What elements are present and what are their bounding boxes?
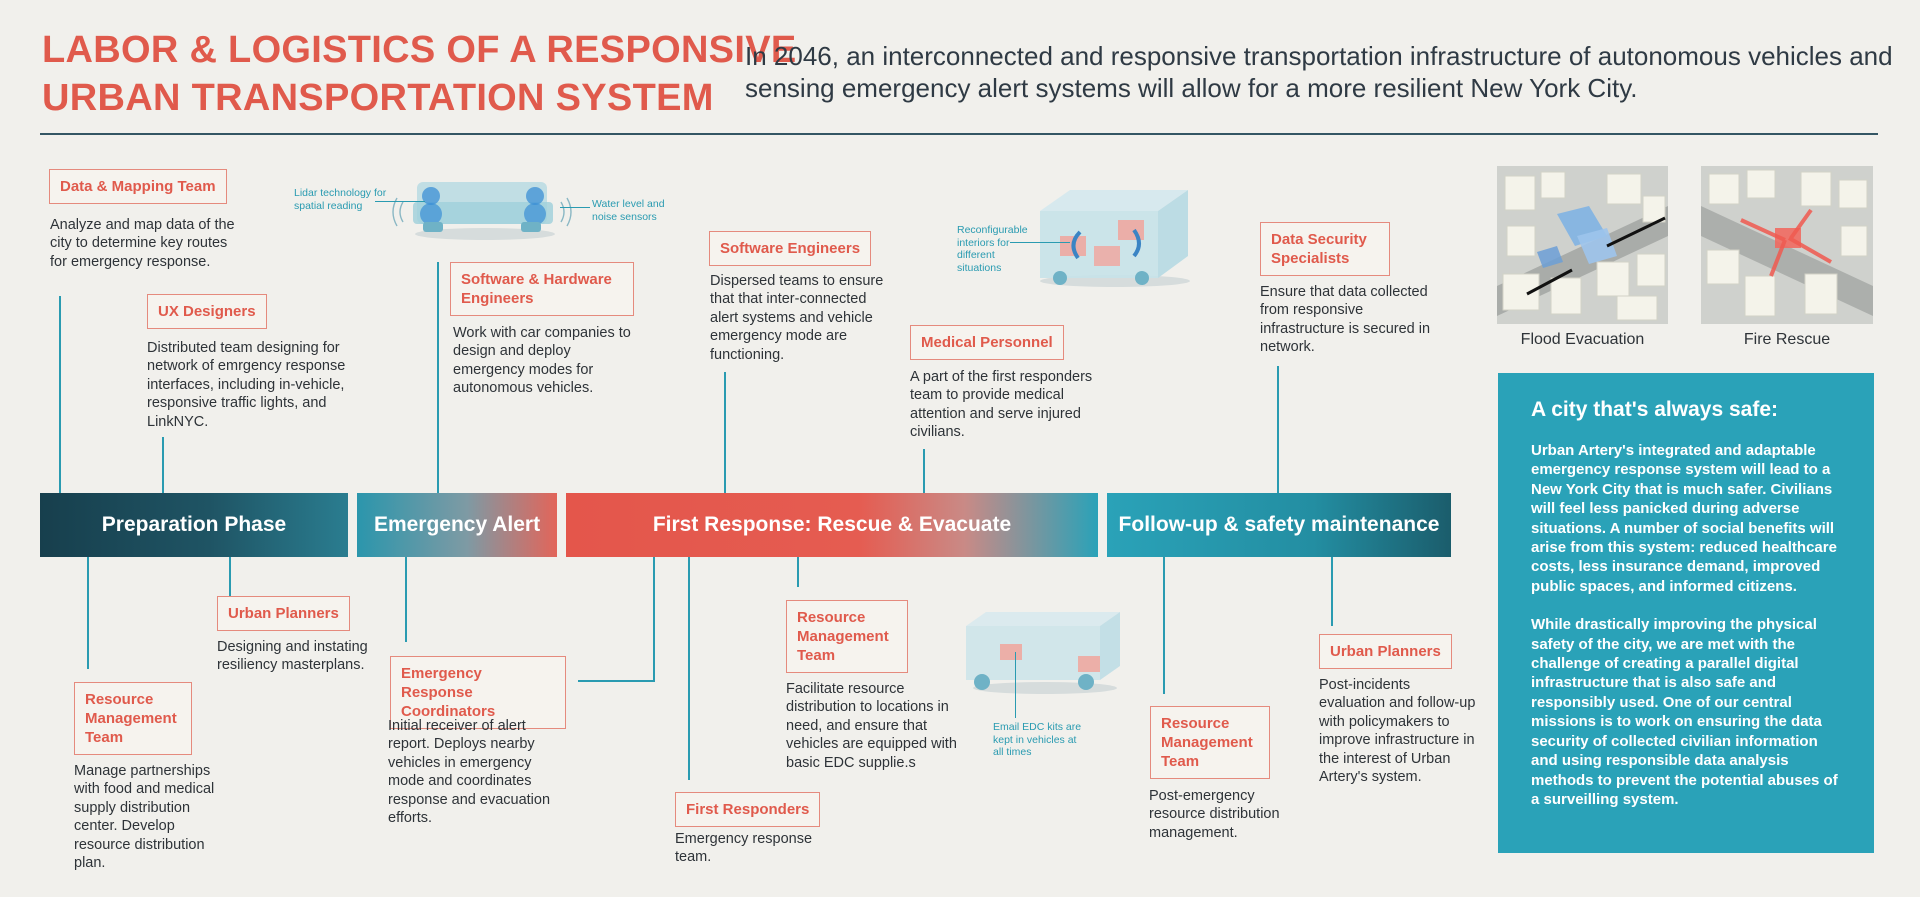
connector-line bbox=[578, 680, 655, 682]
role-ux-designers-desc: Distributed team designing for network o… bbox=[147, 340, 346, 430]
connector-line bbox=[1163, 557, 1165, 694]
vehicle-edc-illustration bbox=[966, 612, 1120, 694]
page-title: LABOR & LOGISTICS OF A RESPONSIVE URBAN … bbox=[42, 26, 796, 122]
connector-line bbox=[688, 557, 690, 780]
fire-rescue-image bbox=[1701, 166, 1873, 324]
role-resource-mgmt-prep-tag: Resource Management Team bbox=[74, 682, 192, 755]
vehicle-interiors-illustration bbox=[1040, 190, 1190, 287]
role-resource-mgmt-followup-desc: Post-emergency resource distribution man… bbox=[1149, 788, 1280, 841]
flood-evacuation-image bbox=[1497, 166, 1668, 324]
connector-line bbox=[724, 372, 726, 493]
annotation-edc: Email EDC kits are kept in vehicles at a… bbox=[993, 721, 1082, 759]
phase-emergency-alert: Emergency Alert bbox=[357, 493, 557, 557]
role-sw-hw-engineers-tag: Software & Hardware Engineers bbox=[450, 262, 634, 316]
annotation-leader-line bbox=[1010, 242, 1070, 243]
role-medical-personnel-tag: Medical Personnel bbox=[910, 325, 1064, 360]
role-software-engineers-tag: Software Engineers bbox=[709, 231, 872, 266]
phase-follow-up: Follow-up & safety maintenance bbox=[1107, 493, 1451, 557]
connector-line bbox=[923, 449, 925, 493]
role-emergency-coordinators-tag: Emergency Response Coordinators bbox=[390, 656, 566, 729]
panel-paragraph-1: Urban Artery's integrated and adaptable … bbox=[1531, 442, 1837, 595]
connector-line bbox=[229, 557, 231, 596]
role-urban-planners-followup-desc: Post-incidents evaluation and follow-up … bbox=[1319, 677, 1476, 786]
role-data-security-tag: Data Security Specialists bbox=[1260, 222, 1390, 276]
connector-line bbox=[59, 296, 61, 493]
fire-rescue-caption: Fire Rescue bbox=[1743, 331, 1831, 348]
role-resource-mgmt-response-tag: Resource Management Team bbox=[786, 600, 908, 673]
connector-line bbox=[653, 557, 655, 681]
role-data-mapping-tag: Data & Mapping Team bbox=[49, 169, 227, 204]
connector-line bbox=[1277, 366, 1279, 493]
connector-line bbox=[437, 262, 439, 493]
role-urban-planners-prep-tag: Urban Planners bbox=[217, 596, 350, 631]
annotation-leader-line bbox=[1015, 652, 1016, 718]
vehicle-sensor-illustration bbox=[392, 182, 572, 240]
panel-paragraph-2: While drastically improving the physical… bbox=[1531, 616, 1838, 808]
title-line-1: LABOR & LOGISTICS OF A RESPONSIVE bbox=[42, 29, 797, 71]
role-emergency-coordinators-desc: Initial receiver of alert report. Deploy… bbox=[388, 718, 551, 827]
panel-heading: A city that's always safe: bbox=[1531, 398, 1778, 421]
annotation-interiors: Reconfigurable interiors for different s… bbox=[957, 224, 1028, 274]
phase-first-response: First Response: Rescue & Evacuate bbox=[566, 493, 1098, 557]
connector-line bbox=[87, 557, 89, 669]
role-data-mapping-desc: Analyze and map data of the city to dete… bbox=[50, 217, 235, 270]
role-software-engineers-desc: Dispersed teams to ensure that that inte… bbox=[710, 273, 884, 363]
connector-line bbox=[405, 557, 407, 642]
role-ux-designers-tag: UX Designers bbox=[147, 294, 267, 329]
phase-preparation: Preparation Phase bbox=[40, 493, 348, 557]
role-first-responders-desc: Emergency response team. bbox=[675, 831, 813, 866]
header-divider bbox=[40, 133, 1878, 135]
annotation-leader-line bbox=[375, 201, 425, 202]
title-line-2: URBAN TRANSPORTATION SYSTEM bbox=[42, 77, 714, 119]
role-medical-personnel-desc: A part of the first responders team to p… bbox=[910, 369, 1093, 441]
safety-info-panel: A city that's always safe: Urban Artery'… bbox=[1498, 373, 1874, 853]
connector-line bbox=[1331, 557, 1333, 626]
role-urban-planners-followup-tag: Urban Planners bbox=[1319, 634, 1452, 669]
role-urban-planners-prep-desc: Designing and instating resiliency maste… bbox=[217, 639, 368, 674]
flood-evacuation-caption: Flood Evacuation bbox=[1520, 331, 1645, 348]
role-sw-hw-engineers-desc: Work with car companies to design and de… bbox=[453, 325, 631, 397]
intro-text: In 2046, an interconnected and responsiv… bbox=[745, 41, 1893, 103]
connector-line bbox=[797, 557, 799, 587]
annotation-lidar: Lidar technology for spatial reading bbox=[294, 187, 387, 212]
role-resource-mgmt-prep-desc: Manage partnerships with food and medica… bbox=[74, 763, 215, 872]
role-resource-mgmt-followup-tag: Resource Management Team bbox=[1150, 706, 1270, 779]
role-first-responders-tag: First Responders bbox=[675, 792, 821, 827]
connector-line bbox=[162, 437, 164, 493]
role-resource-mgmt-response-desc: Facilitate resource distribution to loca… bbox=[786, 681, 957, 771]
role-data-security-desc: Ensure that data collected from responsi… bbox=[1260, 284, 1431, 356]
annotation-water-sensors: Water level and noise sensors bbox=[592, 198, 665, 223]
annotation-leader-line bbox=[560, 207, 590, 208]
